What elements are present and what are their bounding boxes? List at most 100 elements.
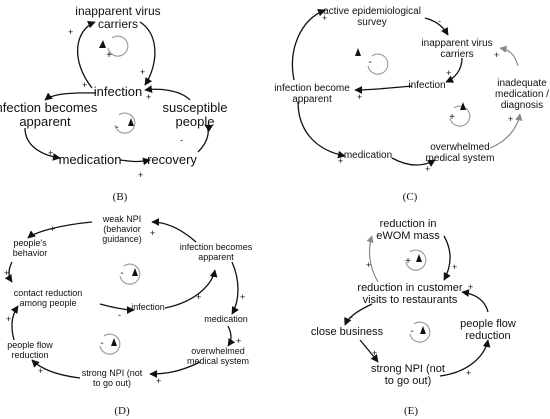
sign-plus: + — [357, 92, 362, 102]
arrow-visits-to-close — [344, 303, 373, 326]
loop-indicator-reinforcing: + — [99, 35, 129, 61]
arrow-flow-to-contact — [10, 305, 19, 341]
sign-plus: + — [372, 348, 377, 358]
loop-indicator-balancing: - — [114, 112, 136, 134]
caption-e: (E) — [404, 405, 418, 417]
sign-plus: + — [50, 224, 55, 234]
sign-plus: + — [236, 336, 241, 346]
sign-plus: + — [140, 67, 145, 77]
node-infection: infection — [131, 302, 165, 312]
arrow-apparent-to-survey — [291, 8, 326, 81]
svg-text:+: + — [449, 112, 455, 123]
arrow-flow-to-visits — [461, 289, 489, 313]
node-medication: medication — [344, 150, 392, 161]
loop-indicator-balancing: - — [119, 263, 141, 285]
sign-plus: + — [146, 92, 151, 102]
sign-plus: + — [466, 368, 471, 378]
arrow-infection-to-apparent — [354, 85, 413, 94]
arrow-visits-to-ewom — [366, 235, 379, 283]
node-infection: infection — [94, 84, 142, 99]
svg-text:-: - — [120, 268, 123, 279]
arrow-strong-to-flow — [31, 359, 81, 379]
sign-plus: + — [38, 366, 43, 376]
arrow-medication-to-recovery — [119, 157, 151, 166]
loop-indicator-balancing: - — [355, 48, 389, 75]
node-recovery: recovery — [147, 152, 197, 167]
sign-plus: + — [6, 314, 11, 324]
sign-plus: + — [4, 268, 9, 278]
caption-b: (B) — [113, 191, 128, 203]
svg-text:-: - — [100, 338, 103, 349]
sign-plus: + — [150, 228, 155, 238]
sign-plus: + — [508, 114, 513, 124]
svg-text:-: - — [410, 326, 413, 337]
sign-plus: + — [425, 164, 430, 174]
sign-plus: + — [446, 68, 451, 78]
arrow-overwhelmed-to-inadequate — [489, 113, 523, 149]
arrow-apparent-to-weak — [151, 218, 197, 243]
sign-plus: + — [240, 292, 245, 302]
sign-plus: + — [366, 260, 371, 270]
sign-minus: - — [180, 135, 183, 145]
arrow-close-to-strong — [359, 339, 379, 363]
arrow-recovery-to-susceptible — [197, 124, 214, 153]
arrow-contact-to-infection — [99, 303, 135, 314]
arrow-strong-to-flow — [439, 339, 491, 377]
sign-minus: - — [118, 310, 121, 320]
arrow-overwhelmed-to-strong — [149, 361, 201, 378]
sign-plus: + — [468, 282, 473, 292]
arrow-survey-to-carriers — [424, 17, 449, 36]
arrow-infection-to-apparent — [44, 92, 97, 101]
node-infection: infection — [408, 80, 445, 91]
sign-plus: + — [494, 50, 499, 60]
arrow-apparent-to-medication — [24, 127, 61, 161]
sign-plus: + — [338, 156, 343, 166]
arrow-ewom-to-visits — [443, 235, 451, 281]
loop-indicator-reinforcing: + — [405, 249, 427, 271]
arrow-infection-to-carriers — [77, 20, 96, 89]
arrow-apparent-to-medication — [231, 261, 239, 315]
loop-indicator-balancing: - — [409, 321, 431, 343]
svg-text:-: - — [368, 57, 371, 68]
arrow-weak-to-behavior — [27, 221, 93, 239]
sign-plus: + — [138, 170, 143, 180]
sign-plus: + — [156, 376, 161, 386]
caption-c: (C) — [403, 191, 418, 203]
svg-text:+: + — [106, 50, 112, 61]
loop-indicator-balancing: - — [99, 333, 121, 355]
caption-d: (D) — [114, 405, 130, 417]
sign-plus: + — [322, 13, 327, 23]
sign-plus: + — [82, 80, 87, 90]
sign-plus: + — [452, 262, 457, 272]
arrow-medication-to-overwhelmed — [391, 157, 436, 167]
sign-plus: + — [196, 292, 201, 302]
arrow-infection-to-apparent — [164, 269, 218, 309]
loop-indicator-reinforcing: + — [449, 102, 471, 127]
arrow-inadequate-to-carriers — [499, 45, 519, 67]
sign-minus: - — [438, 16, 441, 26]
node-close-business: close business — [311, 326, 384, 338]
arrow-apparent-to-medication — [297, 101, 346, 159]
arrow-medication-to-overwhelmed — [227, 325, 236, 347]
arrow-susceptible-to-infection — [144, 85, 191, 101]
sign-minus: - — [350, 312, 353, 322]
node-medication: medication — [59, 152, 122, 167]
